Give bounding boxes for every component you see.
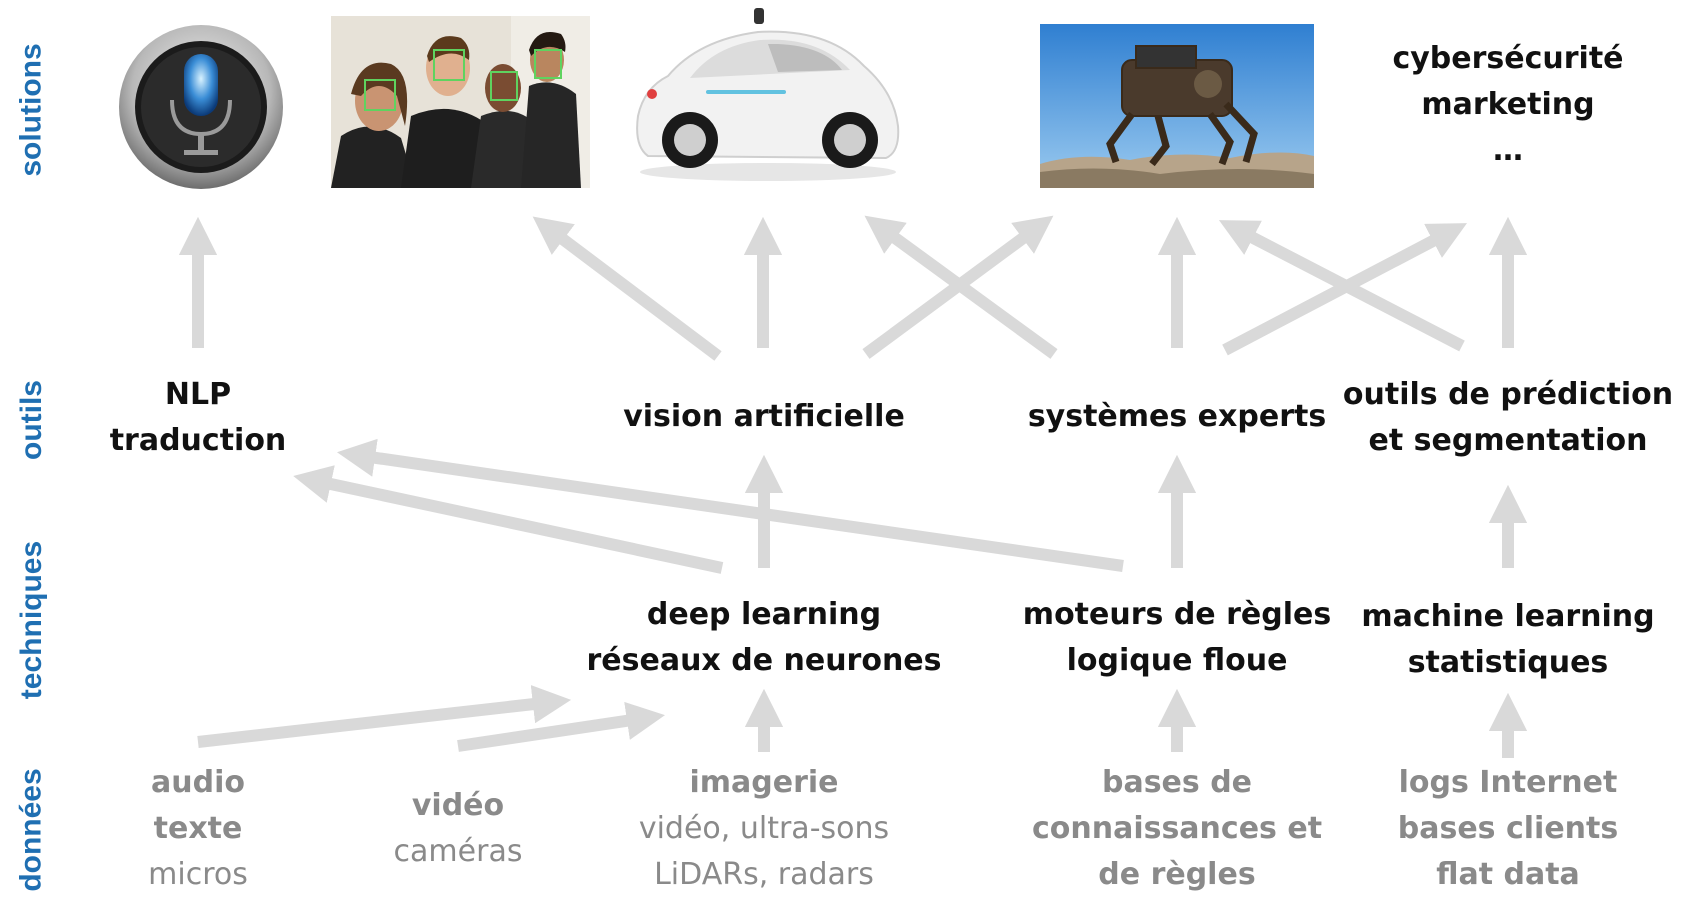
donnee-video: vidéo caméras — [394, 783, 523, 875]
donnee-logs-line2: bases clients — [1397, 811, 1619, 846]
arrow-rules-to-nlp — [336, 438, 1124, 572]
arrow-vision-to-faces — [532, 216, 722, 361]
face-recognition-photo — [331, 16, 590, 188]
donnee-bases: bases de connaissances et de règles — [1032, 760, 1322, 898]
technique-ml-line2: statistiques — [1407, 645, 1609, 680]
outil-nlp: NLP traduction — [110, 372, 287, 464]
donnee-audio-line2: texte — [153, 811, 243, 846]
outil-nlp-line1: NLP — [164, 377, 232, 412]
donnee-logs-line1: logs Internet — [1398, 765, 1618, 800]
outil-experts-label: systèmes experts — [1027, 399, 1327, 434]
outil-nlp-line2: traduction — [109, 423, 287, 458]
donnee-audio: audio texte micros — [148, 760, 248, 898]
technique-deep-learning: deep learning réseaux de neurones — [586, 592, 941, 684]
technique-rules: moteurs de règles logique floue — [1023, 592, 1331, 684]
technique-deep-line1: deep learning — [646, 597, 882, 632]
arrow-experts-to-cyber — [1222, 223, 1468, 356]
self-driving-car-photo — [636, 8, 900, 181]
arrow-video-to-deep — [457, 701, 665, 752]
donnee-imagerie-line1: imagerie — [689, 765, 839, 800]
arrow-deep-to-nlp — [293, 465, 724, 574]
arrow-audio-to-deep — [197, 685, 572, 748]
donnee-video-line1: vidéo — [411, 788, 505, 823]
outil-prediction-line2: et segmentation — [1368, 423, 1648, 458]
donnee-bases-line2: connaissances et — [1031, 811, 1323, 846]
solution-line-ellipsis: … — [1492, 133, 1523, 168]
donnee-audio-line3: micros — [148, 857, 248, 892]
technique-deep-line2: réseaux de neurones — [586, 643, 942, 678]
outil-prediction-line1: outils de prédiction — [1342, 377, 1674, 412]
outil-vision-label: vision artificielle — [623, 399, 905, 434]
arrow-vision-to-robot — [862, 215, 1054, 359]
technique-ml-line1: machine learning — [1361, 599, 1655, 634]
technique-ml: machine learning statistiques — [1361, 594, 1654, 686]
outil-experts: systèmes experts — [1028, 394, 1326, 440]
microphone-icon — [119, 25, 283, 189]
outil-prediction: outils de prédiction et segmentation — [1343, 372, 1673, 464]
donnee-bases-line3: de règles — [1098, 857, 1256, 892]
technique-rules-line2: logique floue — [1066, 643, 1288, 678]
donnee-imagerie-line2: vidéo, ultra-sons — [638, 811, 890, 846]
robot-quadruped-photo — [1040, 24, 1314, 188]
solution-line-cybersecurite: cybersécurité — [1392, 41, 1624, 76]
donnee-logs: logs Internet bases clients flat data — [1398, 760, 1618, 898]
solution-line-marketing: marketing — [1421, 87, 1595, 122]
outil-vision: vision artificielle — [623, 394, 905, 440]
arrow-experts-to-car — [864, 215, 1058, 359]
donnee-imagerie-line3: LiDARs, radars — [654, 857, 874, 892]
technique-rules-line1: moteurs de règles — [1022, 597, 1332, 632]
donnee-video-line2: caméras — [393, 834, 523, 869]
donnee-imagerie: imagerie vidéo, ultra-sons LiDARs, radar… — [639, 760, 889, 898]
donnee-audio-line1: audio — [151, 765, 245, 800]
solution-text-cyber: cybersécurité marketing … — [1392, 36, 1623, 174]
donnee-logs-line3: flat data — [1436, 857, 1580, 892]
donnee-bases-line1: bases de — [1101, 765, 1253, 800]
arrow-prediction-to-robot — [1218, 220, 1465, 352]
